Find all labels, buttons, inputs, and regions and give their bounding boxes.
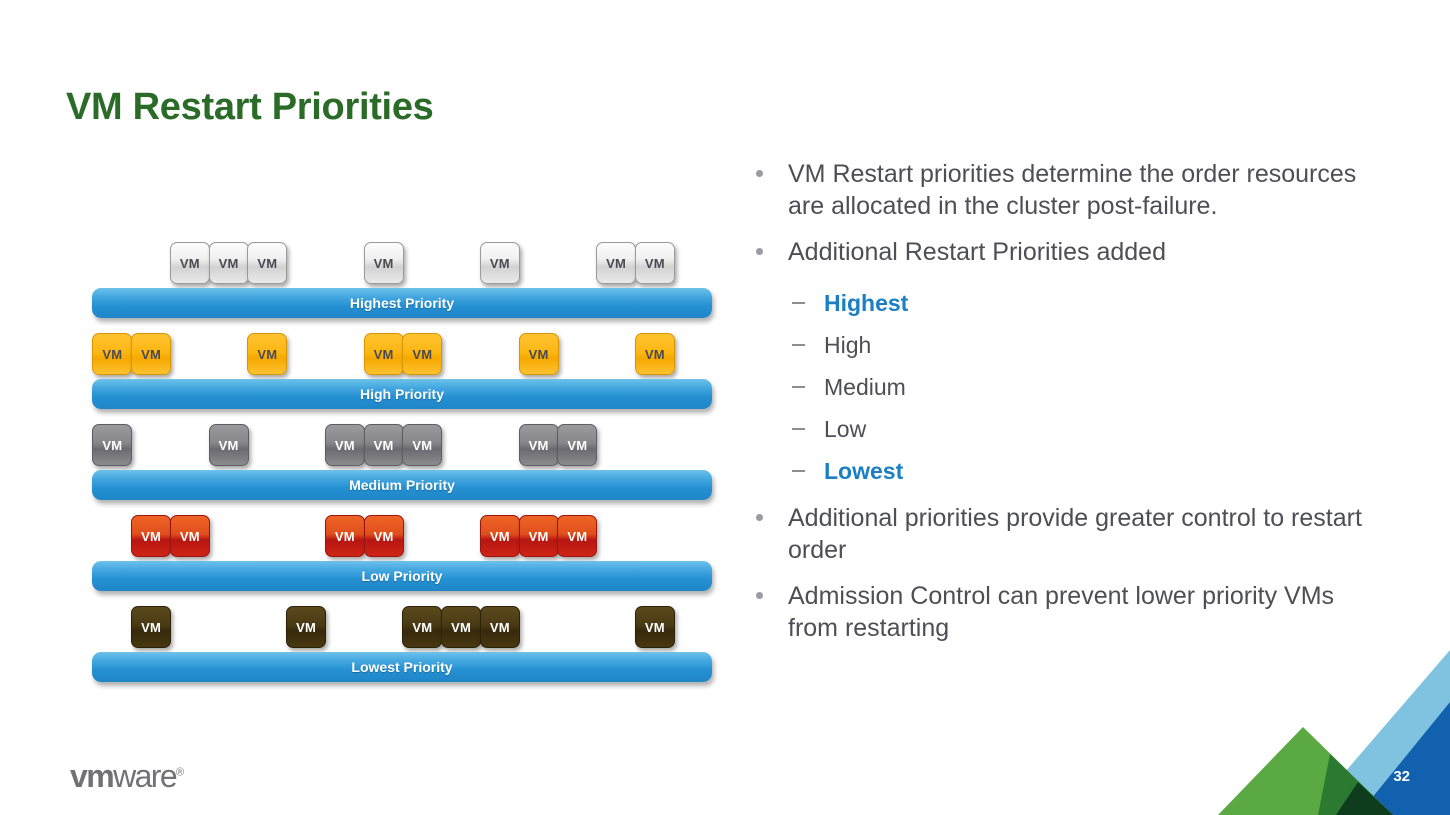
vm-box[interactable]: VM xyxy=(402,424,443,466)
vm-box[interactable]: VM xyxy=(363,333,404,375)
vm-box[interactable]: VM xyxy=(479,242,520,284)
vm-box[interactable]: VM xyxy=(208,242,249,284)
logo-vm-text: vm xyxy=(70,758,115,794)
priority-bar[interactable]: Medium Priority xyxy=(92,470,712,500)
priority-bar-label: Medium Priority xyxy=(349,477,455,493)
vm-box[interactable]: VM xyxy=(518,333,559,375)
vm-box[interactable]: VM xyxy=(169,242,210,284)
vm-box[interactable]: VM xyxy=(518,515,559,557)
vm-box[interactable]: VM xyxy=(363,242,404,284)
logo-ware-text: ware xyxy=(113,758,178,794)
bullet-item: VM Restart priorities determine the orde… xyxy=(750,158,1390,222)
vm-box[interactable]: VM xyxy=(169,515,210,557)
vm-box[interactable]: VM xyxy=(518,424,559,466)
vm-box[interactable]: VM xyxy=(324,515,365,557)
vm-box[interactable]: VM xyxy=(479,515,520,557)
vmware-logo: vmware® xyxy=(70,758,184,795)
vm-box[interactable]: VM xyxy=(634,606,675,648)
bullet-item: Additional priorities provide greater co… xyxy=(750,502,1390,566)
page-title: VM Restart Priorities xyxy=(66,86,434,128)
vm-box[interactable]: VM xyxy=(324,424,365,466)
priority-bar-label: High Priority xyxy=(359,386,444,402)
registered-mark: ® xyxy=(176,766,185,779)
vm-box[interactable]: VM xyxy=(479,606,520,648)
page-number: 32 xyxy=(1393,768,1410,785)
vm-box[interactable]: VM xyxy=(634,333,675,375)
vm-box[interactable]: VM xyxy=(557,515,598,557)
corner-triangles-svg xyxy=(1218,650,1450,815)
vm-box[interactable]: VM xyxy=(247,242,288,284)
vm-box[interactable]: VM xyxy=(208,424,249,466)
sub-bullet-item: Low xyxy=(750,408,1390,450)
sub-bullet-item: High xyxy=(750,324,1390,366)
dark-blue-triangle xyxy=(1358,702,1450,815)
priority-bar[interactable]: Low Priority xyxy=(92,561,712,591)
vm-box[interactable]: VM xyxy=(92,333,133,375)
bullet-list: VM Restart priorities determine the orde… xyxy=(750,158,1390,658)
vm-box[interactable]: VM xyxy=(363,515,404,557)
vm-box[interactable]: VM xyxy=(131,606,172,648)
sub-bullet-item: Highest xyxy=(750,282,1390,324)
vm-box[interactable]: VM xyxy=(557,424,598,466)
priority-bar-label: Lowest Priority xyxy=(351,659,453,675)
bullet-item: Admission Control can prevent lower prio… xyxy=(750,580,1390,644)
priority-bar[interactable]: High Priority xyxy=(92,379,712,409)
vm-box[interactable]: VM xyxy=(441,606,482,648)
priority-bar-label: Low Priority xyxy=(361,568,443,584)
vm-box[interactable]: VM xyxy=(363,424,404,466)
vm-box[interactable]: VM xyxy=(131,515,172,557)
vm-box[interactable]: VM xyxy=(402,333,443,375)
vm-box[interactable]: VM xyxy=(286,606,327,648)
priority-bar-label: Highest Priority xyxy=(349,295,455,311)
vm-box[interactable]: VM xyxy=(247,333,288,375)
vm-box[interactable]: VM xyxy=(131,333,172,375)
priority-bar[interactable]: Lowest Priority xyxy=(92,652,712,682)
deep-green-overlap xyxy=(1336,782,1393,815)
corner-decoration: 32 xyxy=(1218,640,1450,815)
sub-bullet-item: Lowest xyxy=(750,450,1390,492)
vm-box[interactable]: VM xyxy=(402,606,443,648)
vm-box[interactable]: VM xyxy=(634,242,675,284)
priority-bar[interactable]: Highest Priority xyxy=(92,288,712,318)
vm-box[interactable]: VM xyxy=(92,424,133,466)
vm-box[interactable]: VM xyxy=(596,242,637,284)
sub-bullet-item: Medium xyxy=(750,366,1390,408)
bullet-item: Additional Restart Priorities added xyxy=(750,236,1390,268)
